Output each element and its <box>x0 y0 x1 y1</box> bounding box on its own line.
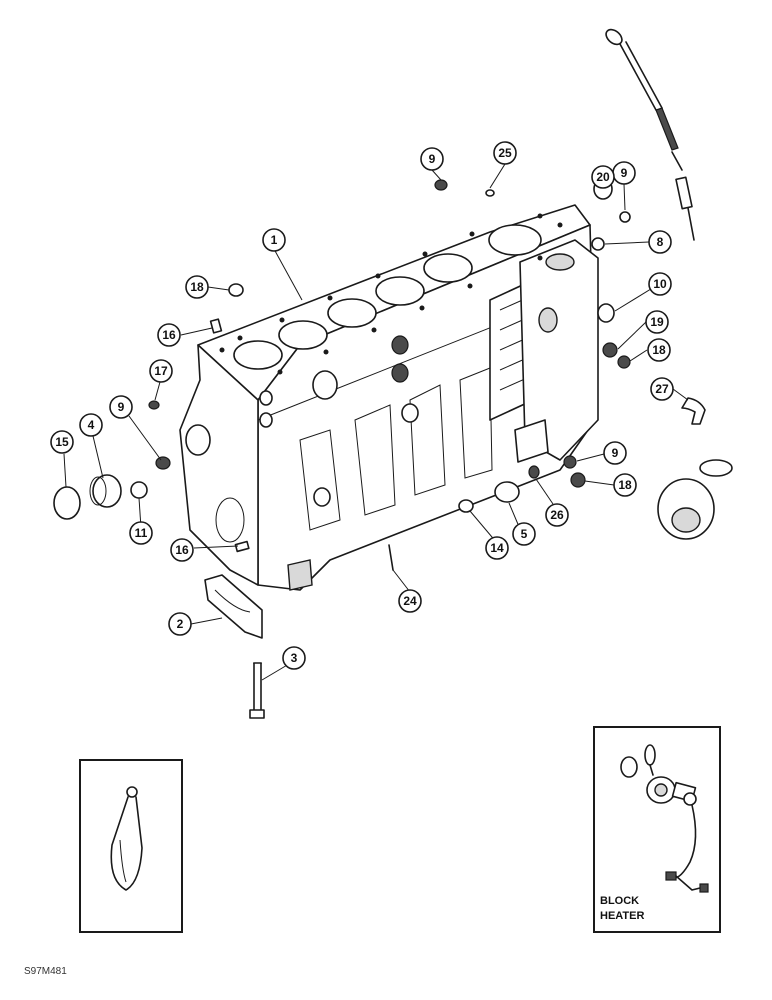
callout-10: 10 <box>648 272 672 296</box>
svg-text:27: 27 <box>655 382 669 396</box>
svg-text:16: 16 <box>162 328 176 342</box>
callout-4: 4 <box>79 413 103 437</box>
callout-24: 24 <box>398 589 422 613</box>
callout-19: 19 <box>645 310 669 334</box>
callout-1: 1 <box>262 228 286 252</box>
callout-9a: 9 <box>420 147 444 171</box>
callout-9b: 9 <box>612 161 636 185</box>
callout-2: 2 <box>168 612 192 636</box>
callout-9c: 9 <box>109 395 133 419</box>
callout-25: 25 <box>493 141 517 165</box>
svg-text:24: 24 <box>403 594 417 608</box>
inset-strap-box <box>79 759 183 933</box>
callout-9d: 9 <box>603 441 627 465</box>
callout-5: 5 <box>512 522 536 546</box>
block-heater-label-line2: HEATER <box>600 910 644 922</box>
callout-17: 17 <box>149 359 173 383</box>
svg-text:3: 3 <box>291 651 298 665</box>
svg-text:8: 8 <box>657 235 664 249</box>
svg-text:1: 1 <box>271 233 278 247</box>
callout-16a: 16 <box>157 323 181 347</box>
svg-text:20: 20 <box>596 170 610 184</box>
svg-text:9: 9 <box>429 152 436 166</box>
block-heater-part <box>620 744 709 893</box>
svg-text:9: 9 <box>612 446 619 460</box>
svg-text:15: 15 <box>55 435 69 449</box>
svg-text:4: 4 <box>88 418 95 432</box>
callout-14: 14 <box>485 536 509 560</box>
inset-block-heater-box: BLOCK HEATER <box>593 726 721 933</box>
svg-text:2: 2 <box>177 617 184 631</box>
callout-15: 15 <box>50 430 74 454</box>
block-heater-label-line1: BLOCK <box>600 895 639 907</box>
svg-text:14: 14 <box>490 541 504 555</box>
svg-text:9: 9 <box>621 166 628 180</box>
dipstick-part <box>605 28 695 241</box>
callout-3: 3 <box>282 646 306 670</box>
svg-text:5: 5 <box>521 527 528 541</box>
svg-text:11: 11 <box>135 526 148 540</box>
callout-27: 27 <box>650 377 674 401</box>
callout-11: 11 <box>129 521 153 545</box>
svg-text:9: 9 <box>118 400 125 414</box>
callout-8: 8 <box>648 230 672 254</box>
svg-text:26: 26 <box>550 508 564 522</box>
callouts: 1 2 3 4 5 8 9 9 9 9 10 11 14 15 16 16 17… <box>50 141 674 670</box>
svg-text:10: 10 <box>653 277 667 291</box>
callout-18c: 18 <box>613 473 637 497</box>
callout-26: 26 <box>545 503 569 527</box>
svg-text:19: 19 <box>650 315 664 329</box>
svg-text:18: 18 <box>618 478 632 492</box>
svg-text:18: 18 <box>190 280 204 294</box>
svg-text:25: 25 <box>498 146 512 160</box>
figure-reference: S97M481 <box>24 966 67 977</box>
callout-16b: 16 <box>170 538 194 562</box>
svg-text:17: 17 <box>154 364 168 378</box>
leader-lines <box>63 163 689 681</box>
strap-part <box>110 786 143 891</box>
callout-18b: 18 <box>647 338 671 362</box>
svg-text:18: 18 <box>652 343 666 357</box>
callout-20: 20 <box>591 165 615 189</box>
small-parts <box>53 178 733 719</box>
svg-text:16: 16 <box>175 543 189 557</box>
callout-18a: 18 <box>185 275 209 299</box>
engine-block-part <box>179 204 599 591</box>
